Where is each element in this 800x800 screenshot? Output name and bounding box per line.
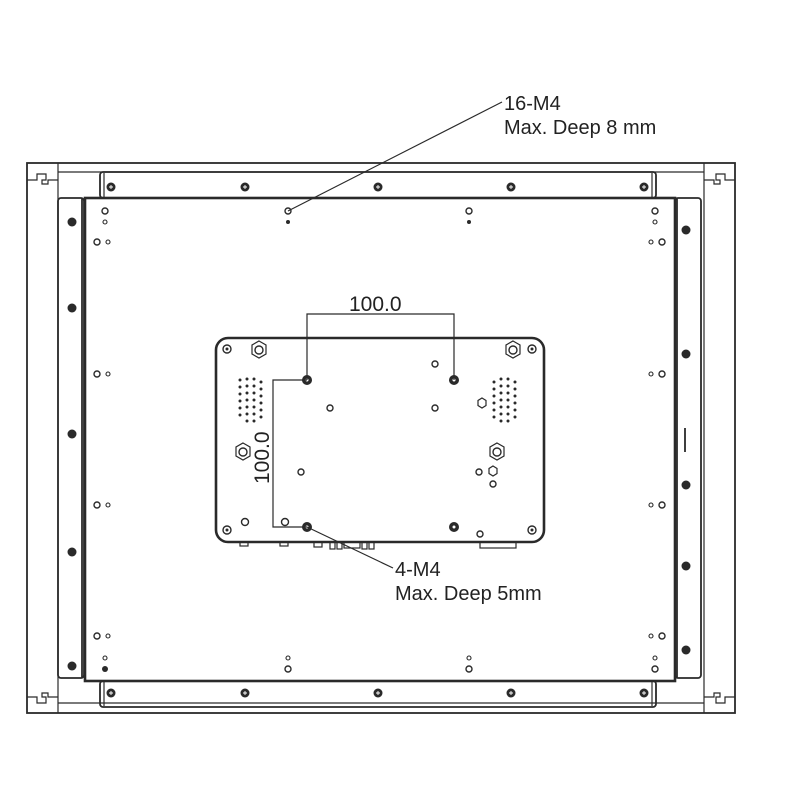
vesa-holes (302, 375, 459, 532)
leader-lines (287, 101, 503, 569)
right-rail (674, 197, 702, 679)
screw-icon (681, 349, 691, 359)
hex-standoff-icon (235, 442, 251, 461)
screw-icon (67, 303, 77, 313)
screw-icon (681, 225, 691, 235)
corner-notch-bottom-right (704, 692, 735, 704)
screw-icon (67, 661, 77, 671)
rail-screws (67, 182, 691, 698)
screw-icon (67, 217, 77, 227)
callout-bottom-depth: Max. Deep 5mm (395, 583, 542, 605)
hex-standoff-icon (505, 340, 521, 359)
dimension-vertical-label: 100.0 (251, 431, 274, 484)
controller-box (214, 336, 546, 550)
callout-top-spec: 16-M4 (504, 93, 561, 115)
screw-icon (681, 645, 691, 655)
outer-frame (26, 162, 736, 714)
dimension-lines (272, 313, 455, 528)
screw-icon (67, 547, 77, 557)
callout-bottom-spec: 4-M4 (395, 559, 441, 581)
hex-standoff-icon (251, 340, 267, 359)
hex-standoff-icon (489, 442, 505, 461)
dimension-horizontal-label: 100.0 (349, 293, 402, 316)
back-panel (83, 196, 677, 683)
vent-grill-right (492, 377, 517, 423)
panel-mount-holes (93, 207, 666, 673)
corner-notch-top-right (704, 173, 735, 185)
screw-icon (681, 480, 691, 490)
vent-grill-left (238, 377, 263, 423)
corner-notch-bottom-left (27, 692, 58, 704)
screw-icon (67, 429, 77, 439)
screw-icon (681, 561, 691, 571)
callout-top-depth: Max. Deep 8 mm (504, 117, 657, 139)
callout-bottom: 4-M4 Max. Deep 5mm (395, 558, 542, 606)
callout-top: 16-M4 Max. Deep 8 mm (504, 92, 656, 140)
corner-notch-top-left (27, 173, 58, 185)
